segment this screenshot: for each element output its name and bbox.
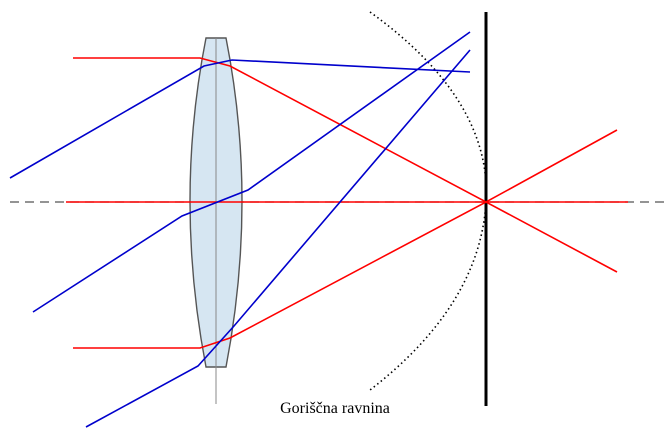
red-ray-bottom	[73, 201, 618, 349]
blue-ray-middle	[32, 31, 471, 313]
blue-ray-top	[9, 59, 471, 179]
focal-plane-caption: Goriščna ravnina	[0, 400, 672, 418]
focal-surface-arc	[369, 11, 488, 391]
blue-rays	[9, 31, 471, 428]
red-rays	[66, 57, 628, 349]
caption-text: Goriščna ravnina	[280, 400, 390, 417]
red-ray-top	[73, 57, 618, 203]
blue-ray-bottom	[85, 49, 471, 428]
